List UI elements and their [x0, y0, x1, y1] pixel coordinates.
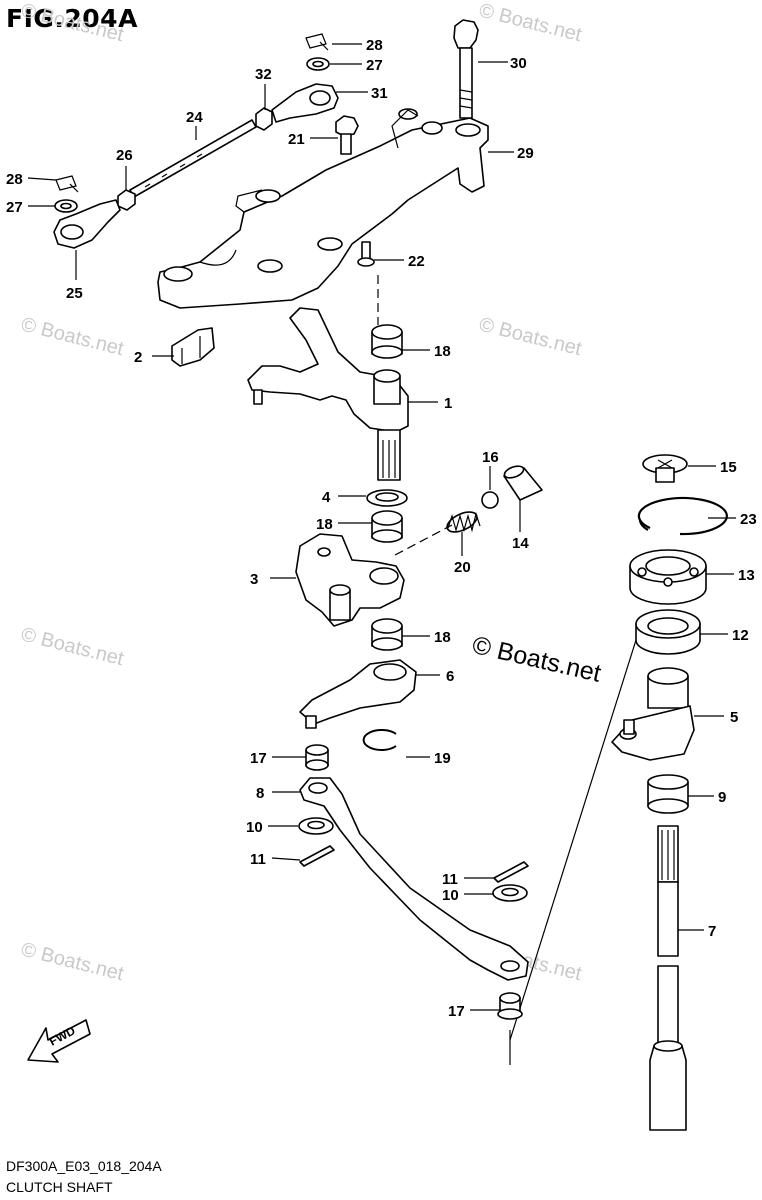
- callout-20: 20: [454, 559, 471, 576]
- callout-27: 27: [366, 57, 383, 74]
- callout-8: 8: [256, 785, 264, 802]
- part-9-bushing: [647, 774, 689, 814]
- callout-15: 13: [738, 567, 755, 584]
- callout-18: 18: [316, 516, 333, 533]
- part-19-clip: [362, 729, 397, 751]
- part-31-rod-end: [271, 83, 339, 123]
- part-27-washer: [306, 57, 330, 71]
- callout-5: 5: [730, 709, 738, 726]
- part-1-lever: [247, 307, 409, 481]
- part-18-bushing: [371, 324, 403, 359]
- part-11-pin: [299, 845, 335, 867]
- callout-18: 18: [434, 343, 451, 360]
- callout-28: 28: [6, 171, 23, 188]
- part-30-bolt: [453, 19, 479, 119]
- callout-13: 15: [720, 459, 737, 476]
- part-6-lever: [299, 659, 417, 729]
- part-21-bolt: [335, 115, 359, 155]
- callout-17: 17: [250, 750, 267, 767]
- part-28-clip: [55, 175, 79, 193]
- callout-2: 2: [134, 349, 142, 366]
- callout-22: 22: [408, 253, 425, 270]
- watermark: © Boats.net: [19, 0, 126, 46]
- callout-26: 26: [116, 147, 133, 164]
- callout-21: 21: [288, 131, 305, 148]
- part-26-nut: [117, 189, 136, 211]
- center-line: [509, 639, 637, 1041]
- callout-28: 28: [366, 37, 383, 54]
- callout-32: 32: [255, 66, 272, 83]
- callout-11: 11: [442, 871, 458, 888]
- part-32-nut: [255, 107, 273, 131]
- callout-29: 29: [517, 145, 534, 162]
- part-14-ball: [481, 491, 499, 509]
- callout-4: 4: [322, 489, 331, 506]
- watermark: © Boats.net: [477, 0, 584, 46]
- part-7-shaft: [649, 825, 687, 1131]
- part-18-bushing: [371, 510, 403, 543]
- part-17-bushing: [305, 744, 329, 771]
- callout-10: 10: [442, 887, 459, 904]
- callout-17: 17: [448, 1003, 465, 1020]
- part-25-rod-end: [53, 199, 121, 249]
- part-17-bushing: [497, 992, 523, 1020]
- part-12-sleeve: [503, 465, 543, 501]
- callout-numbers: 28 27 30 32 31 24 21 29 26 28 27 22 25 1…: [6, 37, 757, 1020]
- part-10-washer: [492, 884, 528, 902]
- leader-lines: [27, 43, 736, 1011]
- callout-11: 11: [250, 851, 266, 868]
- callout-27: 27: [6, 199, 23, 216]
- part-28-clip: [305, 33, 329, 51]
- callout-31: 31: [371, 85, 388, 102]
- center-line: [394, 524, 453, 556]
- part-22-bolt: [357, 241, 375, 267]
- callout-19: 19: [434, 750, 451, 767]
- watermark: © Boats.net: [19, 939, 126, 986]
- callout-24: 24: [186, 109, 203, 126]
- watermark: © Boats.net: [477, 314, 584, 361]
- figure-name: CLUTCH SHAFT: [6, 1179, 113, 1195]
- figure-title: FIG.204A: [6, 4, 138, 33]
- figure-code: DF300A_E03_018_204A: [6, 1158, 162, 1174]
- assembly-lines: [377, 275, 637, 1065]
- part-13-plug: [642, 454, 688, 483]
- callout-30: 30: [510, 55, 527, 72]
- callout-12: 14: [512, 535, 529, 552]
- callout-9: 9: [718, 789, 726, 806]
- part-18-bushing: [371, 618, 403, 651]
- part-3-housing: [295, 533, 405, 627]
- callout-25: 25: [66, 285, 83, 302]
- callout-23: 23: [740, 511, 757, 528]
- part-23-circlip: [637, 496, 728, 536]
- watermark: © Boats.net: [19, 624, 126, 671]
- callout-16: 12: [732, 627, 749, 644]
- part-11-pin: [493, 861, 529, 883]
- callout-3: 3: [250, 571, 258, 588]
- fwd-direction-arrow: FWD: [27, 1019, 91, 1063]
- part-24-rod: [129, 119, 257, 198]
- callout-18: 18: [434, 629, 451, 646]
- part-4-washer: [366, 489, 408, 507]
- part-29-bracket: [157, 108, 489, 309]
- part-27-washer: [54, 199, 78, 213]
- part-5-holder: [611, 667, 695, 761]
- part-2-clip: [171, 327, 215, 367]
- callout-7: 7: [708, 923, 716, 940]
- part-15-bearing: [629, 549, 707, 605]
- callout-14: 16: [482, 449, 499, 466]
- watermark: © Boats.net: [19, 314, 126, 361]
- part-8-link: [299, 777, 529, 981]
- part-20-spring: [446, 511, 481, 533]
- callout-1: 1: [444, 395, 452, 412]
- callout-6: 6: [446, 668, 454, 685]
- part-16-seal: [635, 609, 701, 655]
- part-10-washer: [298, 817, 334, 835]
- callout-10: 10: [246, 819, 263, 836]
